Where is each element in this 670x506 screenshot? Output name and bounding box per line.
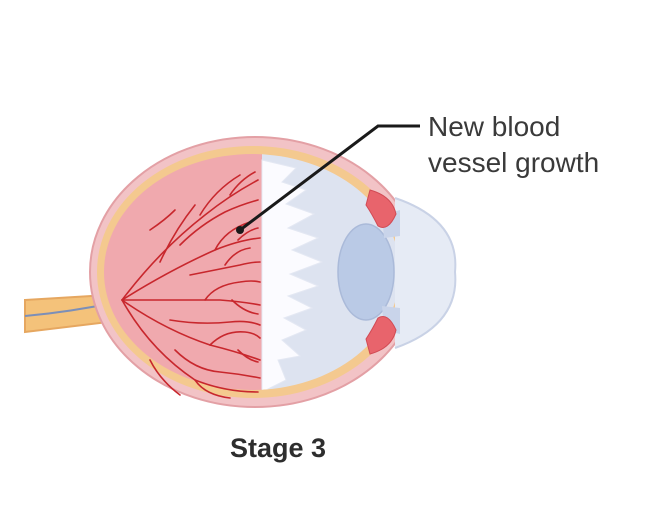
callout-leader-line: [239, 124, 420, 232]
lens: [337, 223, 395, 321]
stage-label: Stage 3: [229, 433, 327, 463]
cornea: [394, 197, 457, 349]
ciliary-body-bottom: [365, 316, 397, 355]
hemorrhage-tissue: [261, 159, 324, 390]
callout-text-line-1: New blood: [428, 111, 561, 142]
ciliary-body-top: [365, 189, 397, 228]
callout-pointer-dot: [236, 226, 244, 234]
retinal-vessels: [121, 171, 261, 399]
callout-text-line-2: vessel growth: [428, 147, 600, 178]
